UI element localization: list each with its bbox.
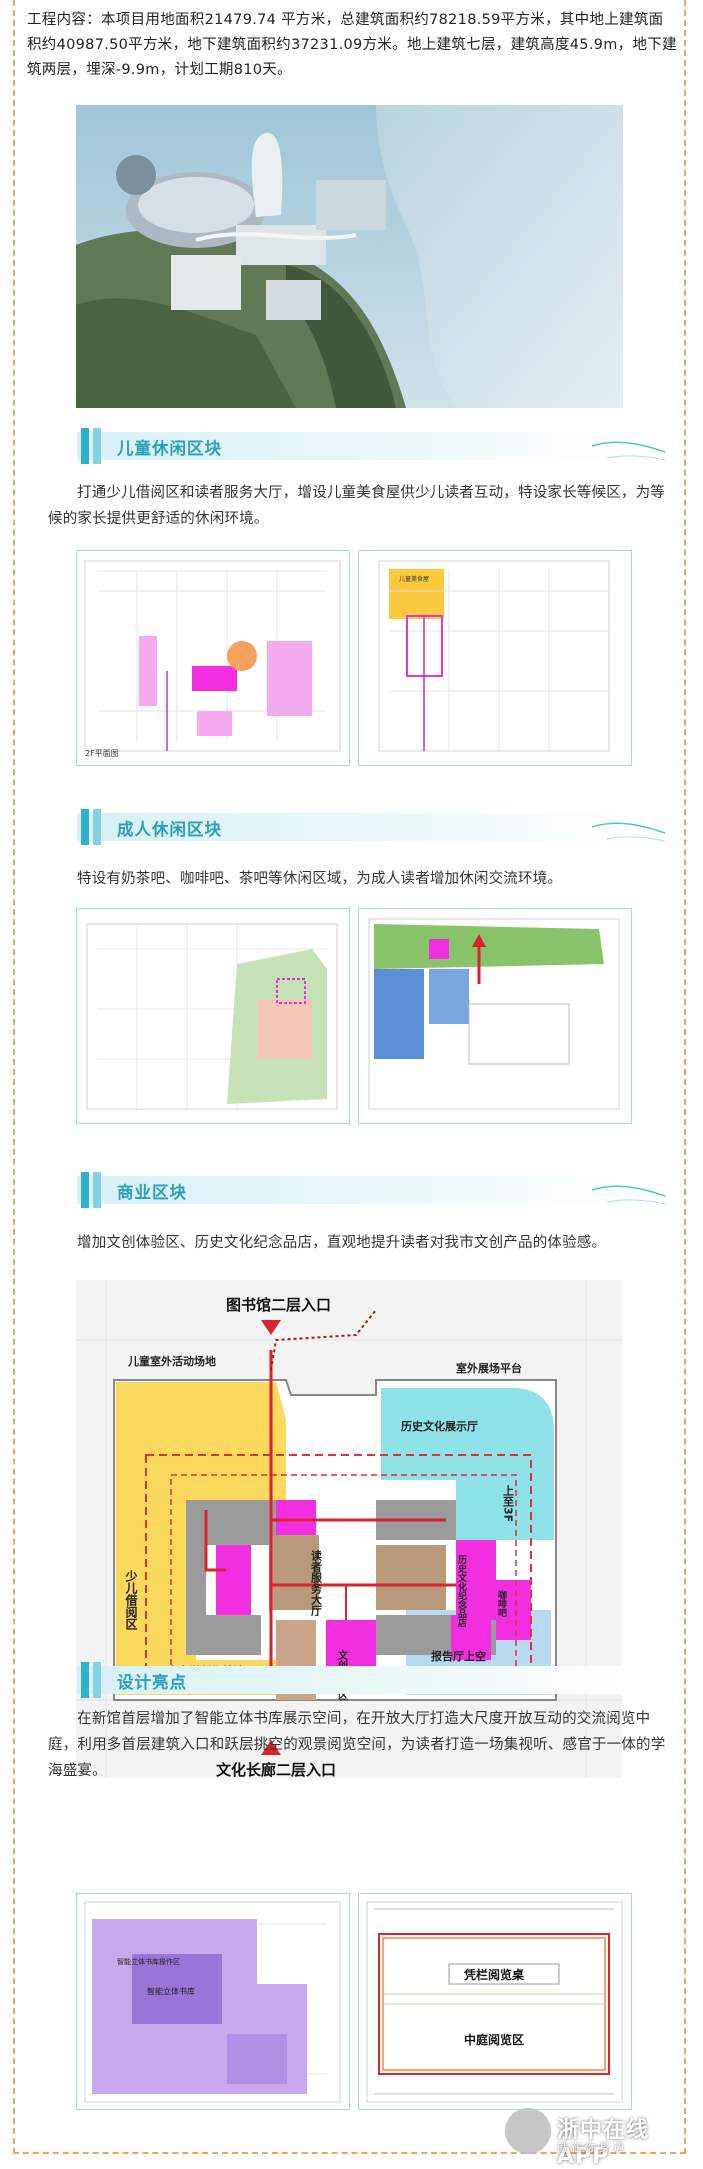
section-header-commercial: 商业区块 [77,1172,666,1208]
design-plan-left-image: 智能立体书库操作区 智能立体书库 [76,1893,350,2110]
section-text-design: 在新馆首层增加了智能立体书库展示空间，在开放大厅打造大尺度开放互动的交流阅览中庭… [48,1711,666,1779]
section-title: 成人休闲区块 [117,820,222,839]
kids-reading-label: 少儿借阅区 [124,1569,138,1631]
section-text-kids: 打通少儿借阅区和读者服务大厅，增设儿童美食屋供少儿读者互动，特设家长等候区，为等… [48,485,665,527]
intro-text: 工程内容：本项目用地面积21479.74 平方米，总建筑面积约78218.59平… [27,12,677,78]
top-entrance-label: 图书馆二层入口 [226,1296,331,1314]
svg-text:儿童美食屋: 儿童美食屋 [399,575,429,583]
reader-hall-label: 读者服务大厅 [310,1549,324,1617]
page-frame [13,0,686,2154]
section-header-kids: 儿童休闲区块 [77,428,666,464]
section-title: 儿童休闲区块 [117,439,222,458]
adult-plan-left-image [76,908,350,1124]
section-title: 商业区块 [117,1183,187,1202]
aerial-render-image [76,105,623,408]
app-logo-icon [505,2108,551,2154]
section-text-adult: 特设有奶茶吧、咖啡吧、茶吧等休闲区域，为成人读者增加休闲交流环境。 [77,871,563,887]
up-3f-label: 上至3F [502,1484,515,1522]
svg-text:智能立体书库操作区: 智能立体书库操作区 [117,1957,180,1966]
plan-2f-label: 2F平面图 [85,749,119,758]
svg-text:智能立体书库: 智能立体书库 [147,1986,195,1996]
bottom-entrance-label: 文化长廊二层入口 [216,1761,336,1778]
history-hall-label: 历史文化展示厅 [401,1419,478,1433]
section-text-commercial: 增加文创体验区、历史文化纪念品店，直观地提升读者对我市文创产品的体验感。 [77,1235,607,1251]
design-plan-right-image: 凭栏阅览桌 中庭阅览区 [358,1893,632,2110]
kids-plan-left-image: 2F平面图 [76,550,350,766]
kids-plan-right-image: 儿童美食屋 [358,550,632,766]
section-header-design: 设计亮点 [77,1662,663,1698]
outdoor-platform-label: 室外展场平台 [456,1361,522,1375]
app-watermark: 浙中在线APP 就在你身边 [505,2108,695,2169]
svg-text:中庭阅览区: 中庭阅览区 [464,2032,524,2047]
section-header-adult: 成人休闲区块 [77,809,666,845]
section-title: 设计亮点 [117,1673,187,1692]
report-hall-label: 报告厅上空 [431,1649,486,1663]
history-shop-label: 历史文化纪念品店 [456,1555,468,1628]
svg-text:凭栏阅览桌: 凭栏阅览桌 [463,1967,525,1982]
commercial-floor-plan: 图书馆二层入口 文化长廊二层入口 儿童室外活动场地 室外展场平台 历史文化展示厅… [76,1280,622,1778]
adult-plan-right-image [358,908,632,1124]
kids-outdoor-label: 儿童室外活动场地 [127,1354,216,1368]
watermark-subtitle: 就在你身边 [557,2141,627,2154]
coffee-label: 咖啡吧 [496,1589,507,1618]
